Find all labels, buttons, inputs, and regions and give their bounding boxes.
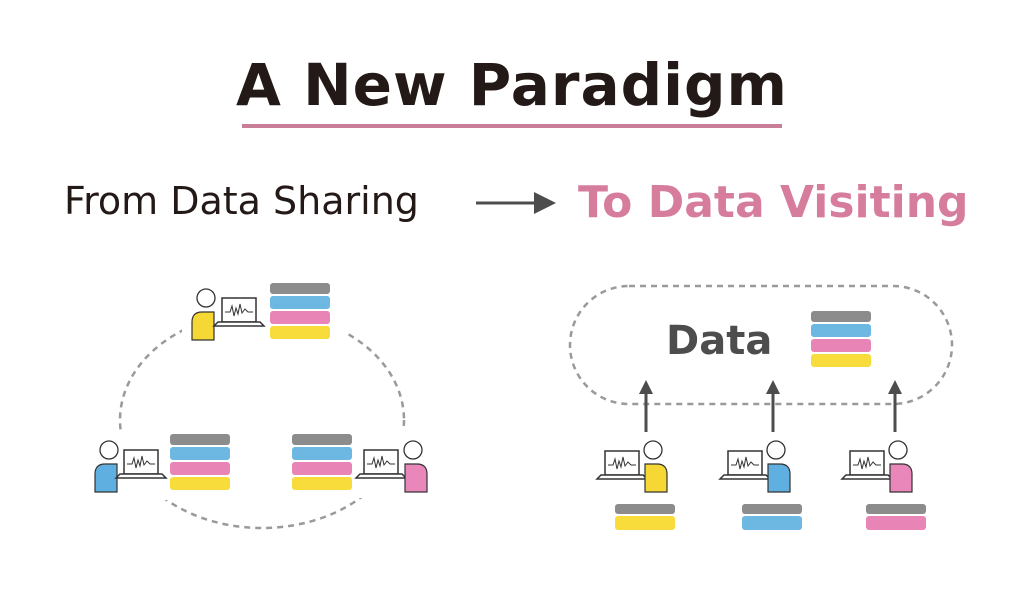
researcher-icon <box>191 288 216 341</box>
database-icon <box>742 504 802 530</box>
page-title: A New Paradigm <box>236 51 788 119</box>
database-icon <box>170 434 230 490</box>
laptop-icon <box>355 449 407 479</box>
researcher-icon <box>643 440 668 493</box>
sharing-loop-dashed <box>118 310 406 530</box>
arrow-right-icon <box>476 192 556 214</box>
from-label: From Data Sharing <box>64 179 419 223</box>
data-cloud-dashed <box>568 284 954 406</box>
laptop-icon <box>213 297 265 327</box>
laptop-icon <box>115 449 167 479</box>
left-network-diagram <box>88 278 440 530</box>
database-icon <box>615 504 675 530</box>
database-icon <box>811 311 871 367</box>
laptop-icon <box>719 450 771 480</box>
database-icon <box>866 504 926 530</box>
laptop-icon <box>841 450 893 480</box>
laptop-icon <box>596 450 648 480</box>
arrow-up-icon <box>888 380 902 432</box>
title-underline <box>242 124 782 128</box>
researcher-icon <box>94 440 119 493</box>
arrow-up-icon <box>766 380 780 432</box>
researcher-icon <box>403 440 428 493</box>
data-cloud-label: Data <box>666 318 773 364</box>
to-label: To Data Visiting <box>578 177 969 228</box>
database-icon <box>270 283 330 339</box>
right-visiting-diagram <box>568 284 954 530</box>
researcher-icon <box>888 440 913 493</box>
researcher-icon <box>766 440 791 493</box>
database-icon <box>292 434 352 490</box>
arrow-up-icon <box>639 380 653 432</box>
